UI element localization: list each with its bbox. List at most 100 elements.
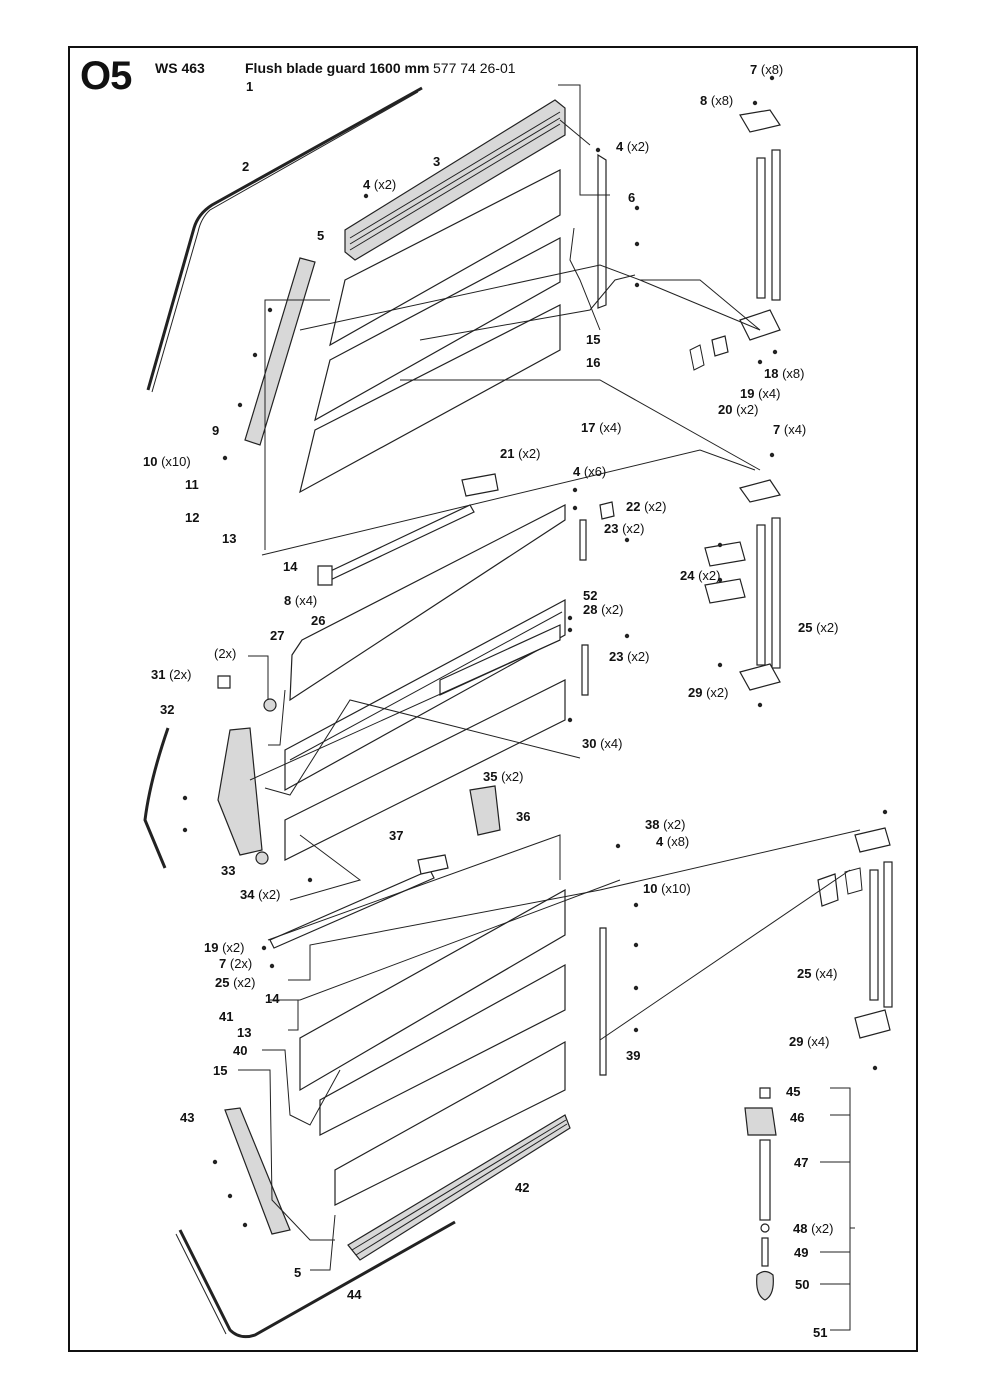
- diagram-line: [567, 627, 573, 633]
- seal-strip-top: [146, 86, 423, 391]
- diagram-line: [261, 449, 756, 556]
- diagram-line: [289, 611, 563, 761]
- diagram-line: [567, 717, 573, 723]
- left-handle-top: [244, 257, 316, 446]
- callout-47: 47: [794, 1155, 808, 1170]
- callout-50: 50: [795, 1277, 809, 1292]
- diagram-line: [363, 193, 369, 199]
- section-code: O5: [80, 54, 132, 98]
- gas-strut-mid-b: [771, 517, 781, 669]
- callout-33: 33: [221, 863, 235, 878]
- slot-plate-14: [317, 565, 333, 586]
- diagram-line: [182, 827, 188, 833]
- callout-49: 49: [794, 1245, 808, 1260]
- diagram-line: [264, 299, 330, 550]
- callout-6: 6: [628, 190, 635, 205]
- callout-14b: 14: [265, 991, 280, 1006]
- middle-panel-37: [284, 679, 566, 861]
- callout-32: 32: [160, 702, 174, 717]
- diagram-line: [182, 795, 188, 801]
- bracket-lower: [417, 854, 449, 875]
- callout-5b: 5: [294, 1265, 301, 1280]
- lower-panel-41: [299, 888, 566, 1092]
- callout-9: 9: [212, 423, 219, 438]
- diagram-line: [248, 655, 269, 700]
- left-handle-43: [224, 1107, 291, 1235]
- callout-13a: 13: [222, 531, 236, 546]
- lower-panel-15: [334, 1040, 566, 1206]
- callout-25c: 25 (x4): [797, 966, 837, 981]
- hinge-mid-upper: [739, 479, 781, 503]
- callout-25a: 25 (x2): [798, 620, 838, 635]
- callout-23b: 23 (x2): [609, 649, 649, 664]
- callout-7a: 7 (x8): [750, 62, 783, 77]
- diagram-line: [269, 963, 275, 969]
- diagram-line: [355, 1123, 568, 1256]
- seal-strip-32: [143, 727, 170, 869]
- callout-14a: 14: [283, 559, 298, 574]
- diagram-line: [689, 344, 705, 371]
- callout-11: 11: [185, 477, 199, 492]
- diagram-line: [634, 241, 640, 247]
- clip-23a: [579, 519, 587, 561]
- callout-15a: 15: [586, 332, 600, 347]
- callout-29a: 29 (x2): [688, 685, 728, 700]
- callout-26: 26: [311, 613, 325, 628]
- diagram-line: [844, 867, 863, 895]
- callout-4d: 4 (x8): [656, 834, 689, 849]
- knob-27: [263, 698, 277, 712]
- callout-5a: 5: [317, 228, 324, 243]
- clip-22: [599, 501, 615, 520]
- callout-17: 17 (x4): [581, 420, 621, 435]
- clip-23b: [581, 644, 589, 696]
- diagram-line: [624, 537, 630, 543]
- diagram-line: [299, 264, 761, 331]
- gas-strut-top-b: [771, 149, 781, 301]
- knob-33: [255, 851, 269, 865]
- callout-24: 24 (x2): [680, 568, 720, 583]
- callout-40: 40: [233, 1043, 247, 1058]
- seal-strip-44: [178, 1220, 456, 1339]
- callout-31: 31 (2x): [151, 667, 191, 682]
- callout-30: 30 (x4): [582, 736, 622, 751]
- side-bar-39: [599, 927, 607, 1076]
- callout-42: 42: [515, 1180, 529, 1195]
- callout-4c: 4 (x6): [573, 464, 606, 479]
- clip-31: [217, 675, 231, 689]
- diagram-line: [633, 1027, 639, 1033]
- diagram-line: [769, 452, 775, 458]
- diagram-line: [289, 834, 362, 901]
- callout-19a: 19 (x4): [740, 386, 780, 401]
- diagram-line: [261, 945, 267, 951]
- hinge-top-upper: [739, 109, 781, 133]
- diagram-line: [262, 1049, 341, 1126]
- diagram-line: [175, 1233, 227, 1335]
- diagram-line: [249, 639, 561, 781]
- diagram-line: [599, 829, 861, 891]
- callout-44: 44: [347, 1287, 362, 1302]
- middle-panel-26: [289, 504, 566, 702]
- callout-52: 52: [583, 588, 597, 603]
- callout-4a: 4 (x2): [363, 177, 396, 192]
- callout-12: 12: [185, 510, 199, 525]
- rod-49: [761, 1237, 769, 1267]
- upper-panel-1: [329, 169, 561, 347]
- diagram-line: [419, 274, 636, 341]
- callout-51: 51: [813, 1325, 827, 1340]
- diagram-line: [267, 834, 561, 941]
- callout-20: 20 (x2): [718, 402, 758, 417]
- washer-48: [760, 1223, 770, 1233]
- callout-labels: 1 2 3 4 (x2) 4 (x2) 5 6 7 (x8) 8 (x8) 9 …: [143, 62, 838, 1340]
- gas-strut-bottom-b: [883, 861, 893, 1008]
- cap-45: [759, 1087, 771, 1099]
- bracket-21: [461, 473, 499, 497]
- callout-23a: 23 (x2): [604, 521, 644, 536]
- diagram-line: [227, 1193, 233, 1199]
- callout-3: 3: [433, 154, 440, 169]
- diagram-line: [569, 227, 601, 331]
- diagram-line: [351, 1119, 567, 1251]
- diagram-line: [237, 402, 243, 408]
- callout-31b: (2x): [214, 646, 236, 661]
- diagram-frame: [68, 46, 918, 1352]
- diagram-line: [640, 279, 761, 331]
